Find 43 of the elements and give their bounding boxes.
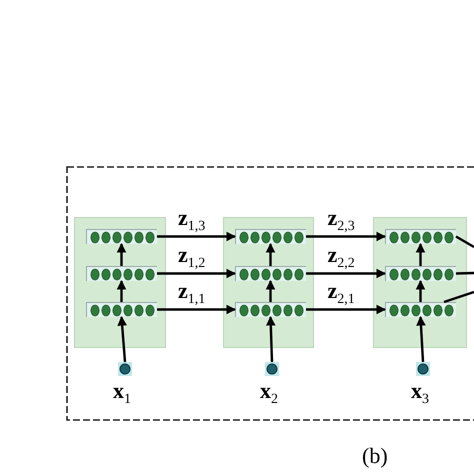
connector-line [455,235,474,248]
arrow [306,232,386,242]
edge-label: z$_{2,2}$ [328,244,355,270]
arrow [116,243,126,266]
arrow [266,316,276,362]
input-node [265,362,279,376]
neuron-layer [385,266,456,281]
arrow [416,243,426,266]
arrow [157,304,236,314]
edge-label: z$_{1,2}$ [178,244,206,270]
edge-label: z$_{1,1}$ [178,280,206,306]
layer-panel [373,217,467,348]
arrow [266,280,276,302]
arrow [266,243,276,266]
arrow [306,304,386,314]
layer-panel [74,217,166,348]
input-label: x$_{2}$ [260,380,278,407]
connector-line [444,290,474,304]
input-label: x$_{3}$ [411,380,429,407]
layer-panel [223,217,314,348]
neuron-layer [385,229,456,244]
edge-label: z$_{2,1}$ [328,280,355,306]
edge-label: z$_{2,3}$ [328,206,355,234]
neuron-layer [235,302,306,317]
input-node [416,362,430,376]
neuron-layer [86,229,157,244]
neuron-layer [86,266,157,281]
edge-label: z$_{1,3}$ [178,206,206,234]
input-label: x$_{1}$ [113,380,131,407]
input-node [118,362,132,376]
arrow [117,316,127,362]
arrow [416,316,426,362]
neuron-layer [86,302,157,317]
caption: (b) [362,443,388,469]
arrow [157,268,236,278]
arrow [157,232,236,242]
arrow [116,280,126,302]
connector-line [456,272,474,275]
neuron-layer [235,229,306,244]
arrow [416,280,426,302]
neuron-layer [235,266,306,281]
arrow [306,268,386,278]
neuron-layer [385,302,456,317]
